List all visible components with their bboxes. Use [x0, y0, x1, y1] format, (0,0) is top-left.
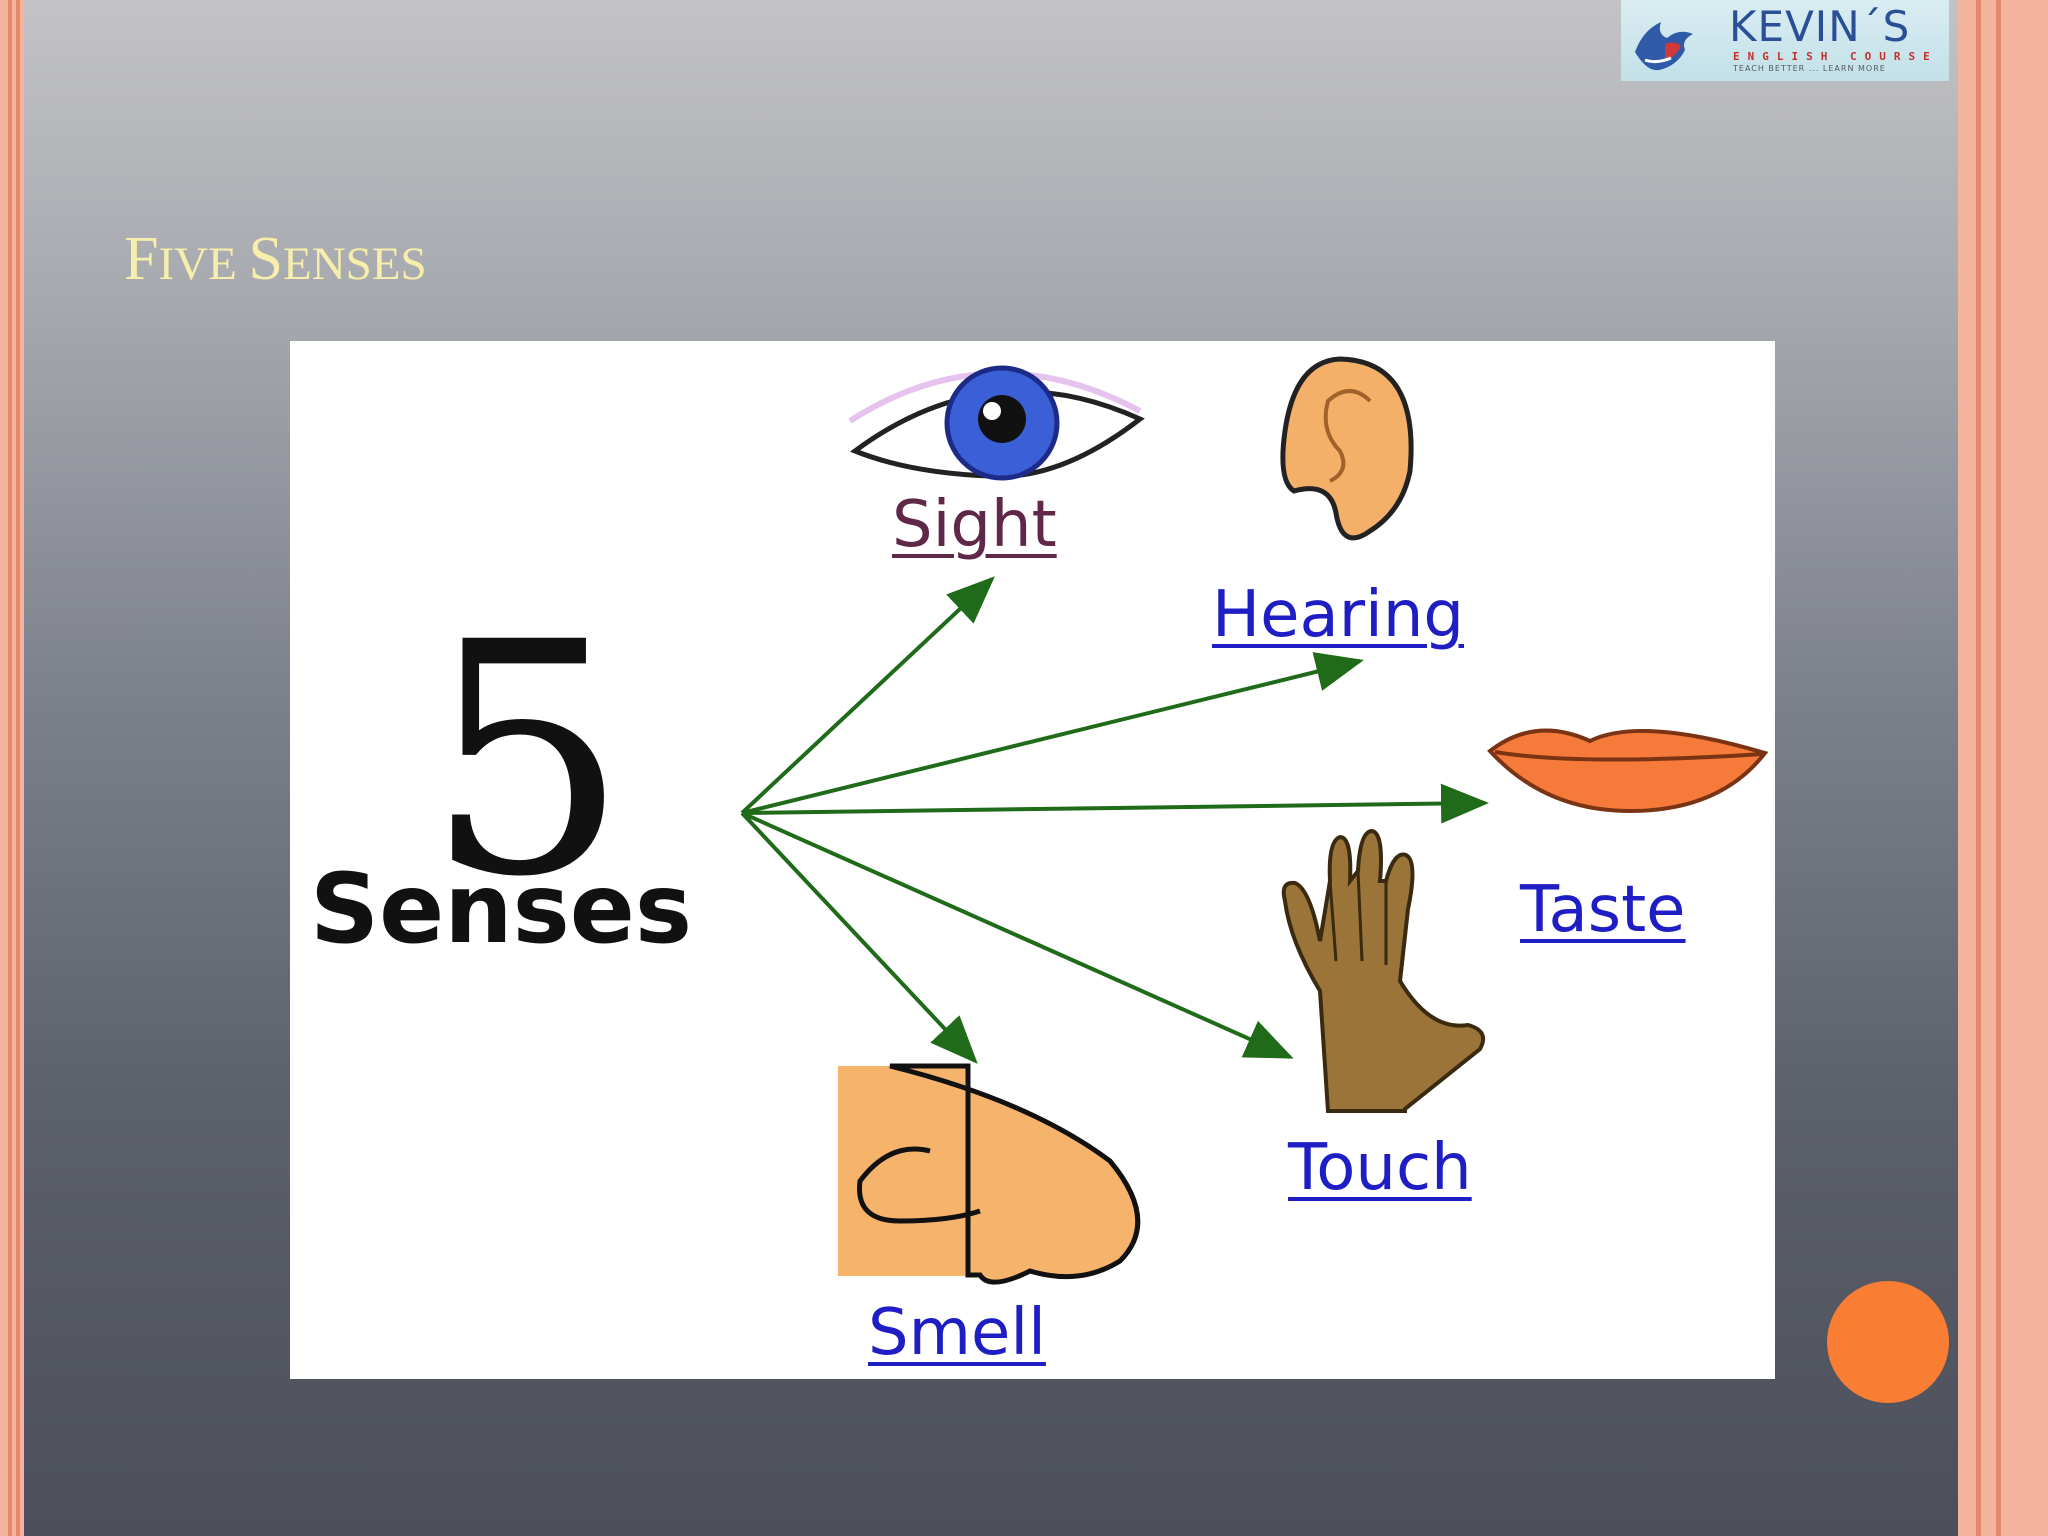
figure-number: 5 — [425, 575, 629, 947]
senses-illustration — [740, 356, 1769, 1285]
logo-subtitle: ENGLISH COURSE — [1733, 50, 1938, 63]
title-part: ENSES — [283, 238, 427, 290]
logo-emblem-icon — [1635, 22, 1693, 71]
arrow-sight — [740, 576, 995, 815]
arrow-taste — [741, 783, 1489, 824]
title-part: F — [124, 225, 159, 293]
frame-stripe-left-inner — [16, 0, 20, 1536]
arrow-hearing — [741, 652, 1364, 815]
slide-title: FIVE SENSES — [124, 228, 427, 290]
lips-icon — [1487, 728, 1769, 814]
arrow-touch — [741, 811, 1294, 1059]
accent-dot — [1827, 1281, 1949, 1403]
sense-label-touch[interactable]: Touch — [1288, 1131, 1472, 1205]
arrow-smell — [740, 811, 978, 1064]
sense-label-smell[interactable]: Smell — [868, 1296, 1046, 1370]
logo-name: KEVIN´S — [1729, 2, 1911, 51]
logo-tagline: TEACH BETTER ... LEARN MORE — [1733, 64, 1886, 73]
hand-icon — [1281, 828, 1485, 1113]
sense-label-taste[interactable]: Taste — [1520, 873, 1686, 947]
figure-heading: Senses — [310, 853, 692, 965]
ear-icon — [1280, 356, 1414, 541]
sense-label-hearing[interactable]: Hearing — [1212, 578, 1464, 652]
frame-stripe-right — [1976, 0, 1981, 1536]
nose-icon — [838, 1063, 1141, 1285]
eye-icon — [848, 365, 1145, 481]
kevins-logo: KEVIN´S ENGLISH COURSE TEACH BETTER ... … — [1621, 0, 1949, 81]
sense-label-sight[interactable]: Sight — [892, 488, 1057, 562]
title-part: IVE — [158, 238, 249, 290]
title-part: S — [248, 225, 284, 293]
frame-stripe-right-outer — [1996, 0, 2001, 1536]
five-senses-figure: 5 Senses Sight Hearing Taste Touch Smell — [290, 341, 1775, 1379]
frame-stripe-left — [8, 0, 12, 1536]
arrows — [740, 576, 1489, 1064]
